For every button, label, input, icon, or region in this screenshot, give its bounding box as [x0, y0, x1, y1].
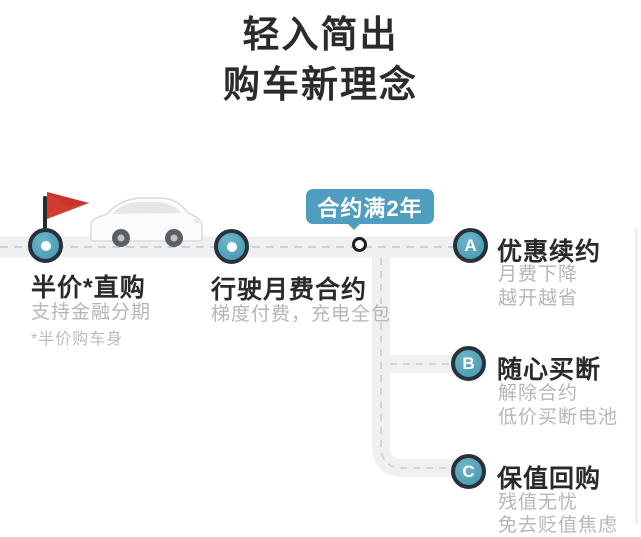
milestone-badge: 合约满2年: [306, 189, 434, 230]
branch-c-subtext-1: 残值无忧: [498, 492, 579, 513]
flag-icon: [43, 192, 89, 232]
branch-node-a: A: [453, 228, 488, 263]
branch-node-b-letter: B: [462, 354, 475, 373]
middle-subtext-1: 梯度付费，充电全包: [211, 304, 392, 325]
start-node: [28, 228, 63, 263]
junction-node: [352, 237, 367, 252]
branch-a-subtext-2: 越开越省: [498, 288, 579, 309]
start-node-center: [40, 240, 51, 251]
branch-c-label: 保值回购: [497, 465, 602, 493]
start-label: 半价*直购: [31, 274, 146, 302]
branch-a-subtext-1: 月费下降: [498, 264, 579, 285]
page-edge-line: [635, 228, 638, 525]
branch-b-subtext-1: 解除合约: [498, 383, 579, 404]
branch-c-subtext-2: 免去贬值焦虑: [498, 515, 619, 536]
middle-node: [214, 229, 249, 264]
middle-node-center: [226, 241, 237, 252]
branch-node-b: B: [451, 346, 486, 381]
branch-b-label: 随心买断: [497, 356, 602, 384]
middle-label: 行驶月费合约: [211, 276, 368, 304]
branch-node-a-letter: A: [464, 236, 477, 255]
title-line-2: 购车新理念: [223, 64, 418, 105]
start-subtext-2: *半价购车身: [31, 331, 124, 348]
branch-node-c: C: [451, 454, 486, 489]
branch-node-c-letter: C: [462, 462, 475, 481]
page-title: 轻入简出 购车新理念: [0, 10, 641, 110]
branch-a-label: 优惠续约: [497, 238, 602, 266]
start-subtext-1: 支持金融分期: [31, 302, 152, 323]
infographic-canvas: 轻入简出 购车新理念 合约满2年: [0, 10, 641, 536]
branch-b-subtext-2: 低价买断电池: [498, 407, 619, 428]
milestone-badge-label: 合约满2年: [317, 195, 423, 221]
suv-car-illustration: [90, 197, 203, 247]
title-line-1: 轻入简出: [242, 14, 399, 55]
